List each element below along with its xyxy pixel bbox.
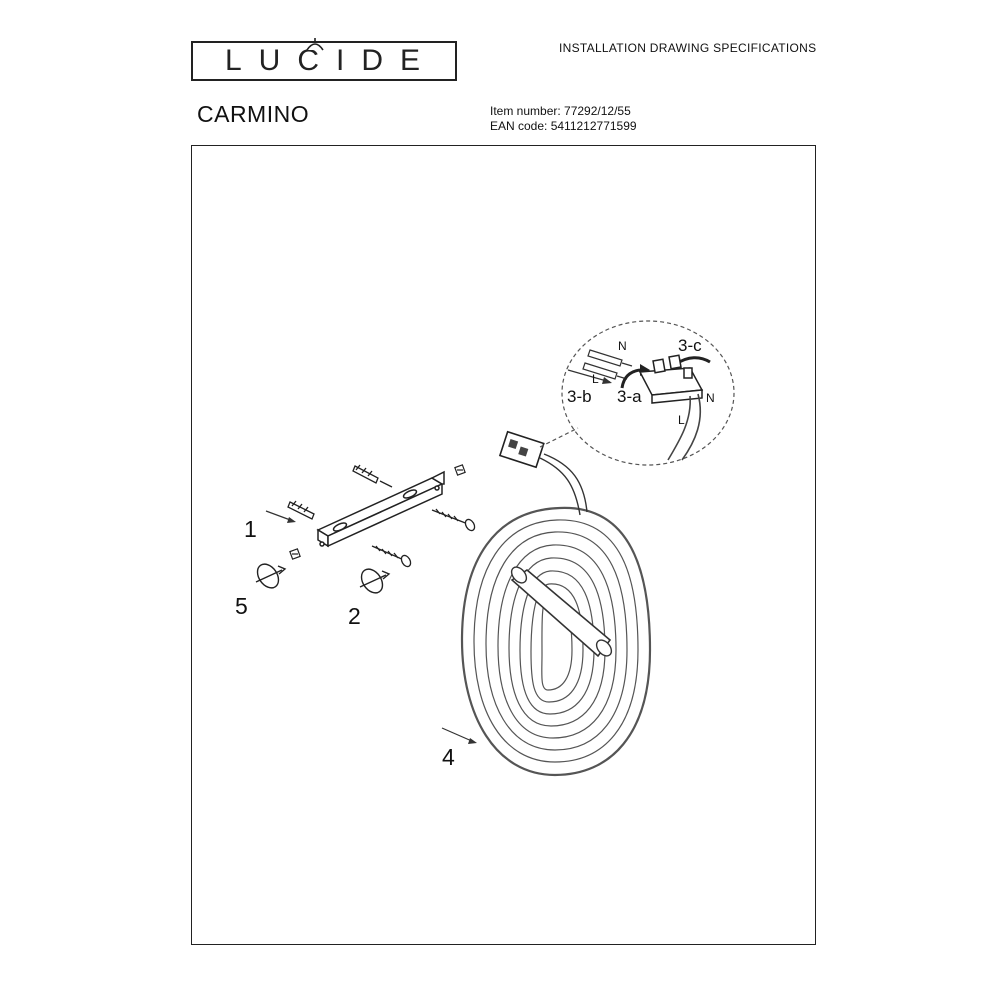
step-label-4: 4 [442, 744, 455, 770]
wire-label-neutral-right: N [706, 391, 715, 405]
rotate-symbol-step2 [359, 568, 391, 594]
step-label-3a: 3-a [617, 387, 642, 406]
wire-label-live-right: L [678, 413, 685, 427]
product-name: CARMINO [197, 101, 310, 127]
mounting-bracket [316, 470, 445, 548]
screw-lower [371, 545, 412, 568]
rotate-symbol-step5 [255, 563, 287, 589]
terminal-block [498, 430, 545, 469]
small-screw-step5 [289, 548, 301, 560]
wire-label-neutral-left: N [618, 339, 627, 353]
step-label-5: 5 [235, 593, 248, 619]
small-screw-top [454, 464, 466, 476]
step-label-2: 2 [348, 603, 361, 629]
step-label-3c: 3-c [678, 336, 702, 355]
document-title: INSTALLATION DRAWING SPECIFICATIONS [559, 41, 817, 55]
wire-label-live-left: L [592, 372, 599, 386]
step-label-3b: 3-b [567, 387, 592, 406]
item-number: Item number: 77292/12/55 [490, 104, 631, 118]
connector-detail-callout [539, 320, 735, 466]
step-label-1: 1 [244, 516, 257, 542]
wall-plug-lower [287, 500, 315, 520]
ean-code: EAN code: 5411212771599 [490, 119, 637, 133]
drawing-frame [191, 145, 816, 945]
arrow-step1 [265, 510, 296, 523]
screw-upper [431, 508, 476, 532]
wall-plug-upper [352, 464, 393, 488]
arrow-step4 [441, 727, 477, 744]
connector-detail: N L L N 3-c 3-b 3-a [567, 336, 715, 461]
lamp-icon [306, 38, 324, 51]
supply-cable [539, 453, 588, 516]
lamp-body [460, 506, 652, 777]
